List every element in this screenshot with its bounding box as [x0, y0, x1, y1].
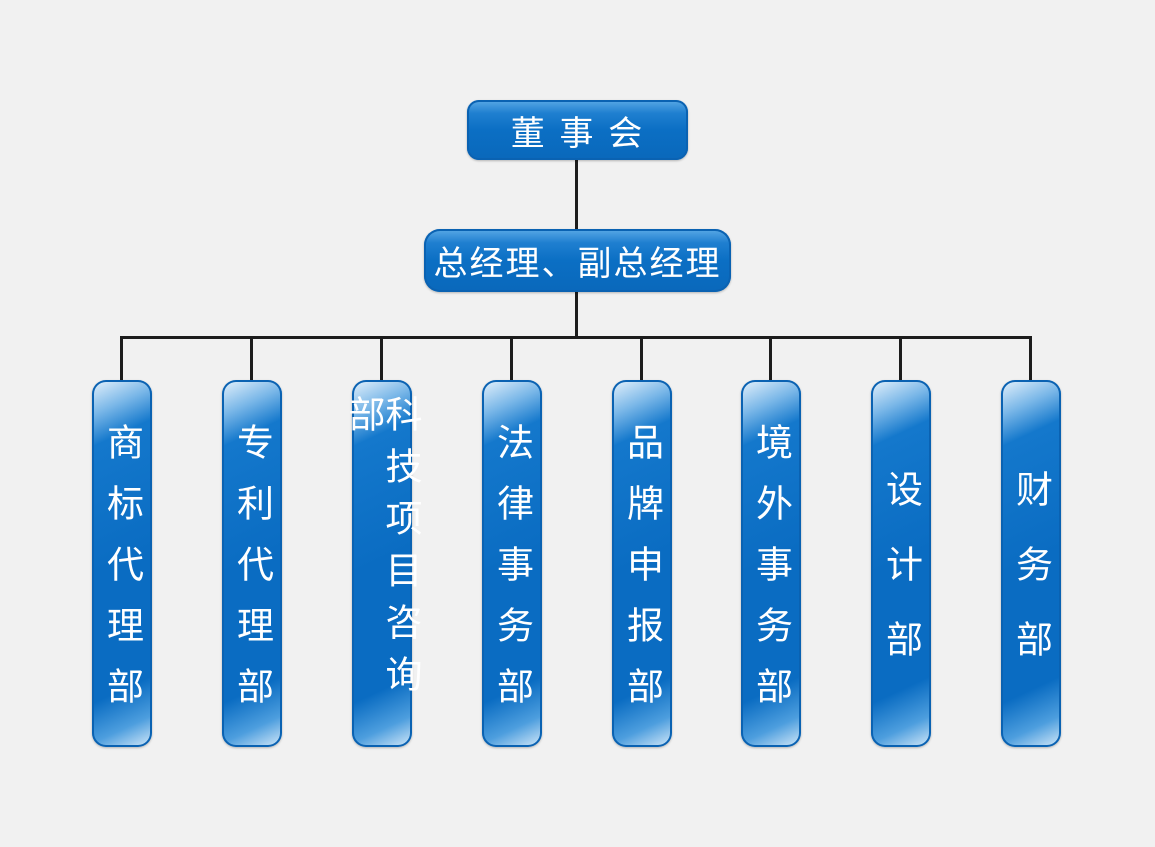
connector-dept-3	[380, 336, 383, 380]
department-label: 专利代理部	[230, 423, 274, 728]
connector-dept-8	[1029, 336, 1032, 380]
department-label: 法律事务部	[490, 423, 534, 728]
department-node: 设计部	[871, 380, 931, 747]
management-node: 总经理、副总经理	[424, 229, 731, 292]
connector-board-management	[575, 160, 578, 230]
department-label: 设计部	[879, 470, 923, 695]
connector-dept-6	[769, 336, 772, 380]
department-node: 品牌申报部	[612, 380, 672, 747]
department-node: 商标代理部	[92, 380, 152, 747]
department-node: 境外事务部	[741, 380, 801, 747]
board-node: 董 事 会	[467, 100, 688, 160]
management-label: 总经理、副总经理	[433, 244, 722, 284]
connector-dept-1	[120, 336, 123, 380]
connector-dept-5	[640, 336, 643, 380]
department-label: 科技项目咨询部	[342, 395, 422, 707]
department-bus-line	[120, 336, 1032, 339]
connector-management-bus	[575, 292, 578, 338]
department-label: 品牌申报部	[620, 423, 664, 728]
connector-dept-4	[510, 336, 513, 380]
connector-dept-7	[899, 336, 902, 380]
department-label: 商标代理部	[100, 423, 144, 728]
department-node: 财务部	[1001, 380, 1061, 747]
department-node: 法律事务部	[482, 380, 542, 747]
connector-dept-2	[250, 336, 253, 380]
department-label: 境外事务部	[749, 423, 793, 728]
department-node: 科技项目咨询部	[342, 380, 422, 747]
department-node: 专利代理部	[222, 380, 282, 747]
board-label: 董 事 会	[510, 113, 645, 154]
department-label: 财务部	[1009, 470, 1053, 695]
